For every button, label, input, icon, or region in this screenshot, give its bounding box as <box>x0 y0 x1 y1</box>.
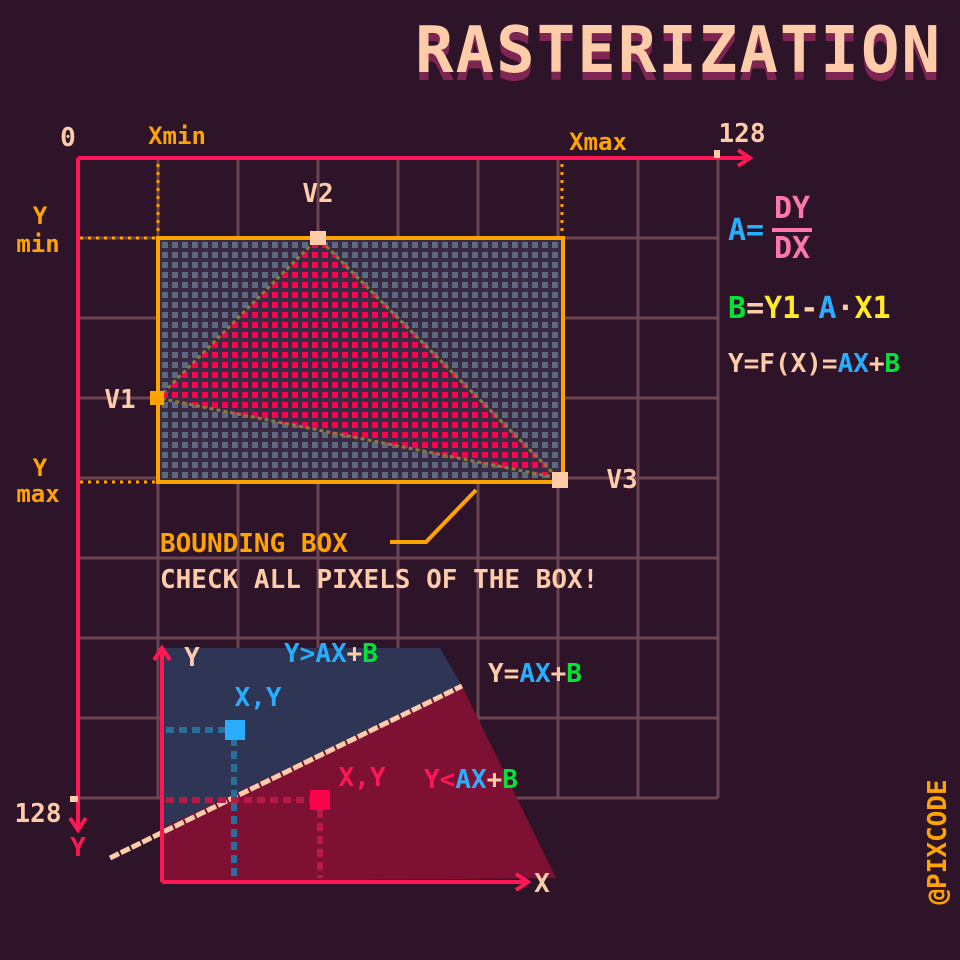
bounding-box-note: CHECK ALL PIXELS OF THE BOX! <box>160 565 598 595</box>
formula-y: Y=F(X)=AX+B <box>728 349 900 379</box>
region-below-line <box>162 686 556 882</box>
arrow-right-icon <box>736 148 754 168</box>
half-plane-axes <box>152 644 532 892</box>
vertex-v1-label: V1 <box>104 385 135 415</box>
point-below-label: X,Y <box>339 763 386 793</box>
formula-a-fraction-bar <box>772 228 812 232</box>
label-y-less-plus: + <box>487 765 503 795</box>
credit-label: @PIXCODE <box>923 779 953 904</box>
bounding-box-callout-line <box>390 488 478 544</box>
label-y-less: Y<AX+B <box>424 765 518 795</box>
label-y-greater-y: Y> <box>284 639 315 669</box>
axis-y-var-label: Y <box>70 833 86 863</box>
ymin-label-top: Y <box>33 202 48 230</box>
formula-b-minus: - <box>800 291 818 326</box>
page-title: RASTERIZATION <box>415 22 942 96</box>
vertex-v3-marker <box>552 472 568 488</box>
label-y-greater-ax: AX <box>315 639 347 669</box>
triangle-outline <box>154 235 563 481</box>
point-above-label: X,Y <box>235 683 282 713</box>
formula-b-y1: Y1 <box>764 291 800 326</box>
ymin-label-bottom: min <box>16 230 59 258</box>
axis-y-end-label: 128 <box>15 799 62 829</box>
xmin-label: Xmin <box>148 122 206 150</box>
line-y-equals-ax-plus-b <box>108 683 464 861</box>
xmax-label: Xmax <box>569 128 627 156</box>
point-below-guides <box>166 797 323 878</box>
main-axes <box>68 148 754 834</box>
axis-origin-label: 0 <box>60 123 76 153</box>
arrow-down-icon <box>68 816 88 834</box>
point-above-guides <box>166 727 237 878</box>
label-line-y: Y= <box>488 659 519 689</box>
formula-b: B=Y1-A·X1 <box>728 291 891 326</box>
formula-a-denominator: DX <box>774 231 810 266</box>
ymax-label-bottom: max <box>16 480 59 508</box>
y-axis-end-tick <box>70 796 78 802</box>
vertex-v2-marker <box>310 231 326 245</box>
half-plane-y-axis-label: Y <box>184 643 200 673</box>
formula-y-prefix: Y=F(X)= <box>728 349 838 379</box>
formula-b-dot: · <box>836 291 854 326</box>
formula-a-numerator: DY <box>774 191 810 226</box>
formula-y-ax: AX <box>838 349 870 379</box>
point-above-marker <box>225 720 245 740</box>
vertex-v1-marker <box>150 391 164 405</box>
bounding-box-label: BOUNDING BOX <box>160 529 348 559</box>
axis-x-end-label: 128 <box>719 119 766 149</box>
label-y-greater-b: B <box>362 639 378 669</box>
arrow-up-icon <box>152 644 172 662</box>
label-y-less-ax: AX <box>455 765 487 795</box>
formula-a-lhs: A= <box>728 213 764 248</box>
formula-b-x1: X1 <box>854 291 890 326</box>
label-y-greater: Y>AX+B <box>284 639 378 669</box>
vertex-v3-label: V3 <box>606 465 637 495</box>
arrow-right-icon <box>514 872 532 892</box>
formula-b-lhs: B <box>728 291 746 326</box>
label-line-ax: AX <box>519 659 551 689</box>
label-line-plus: + <box>551 659 567 689</box>
label-y-greater-plus: + <box>347 639 363 669</box>
ymax-label-top: Y <box>33 454 48 482</box>
x-axis-end-tick <box>714 150 720 158</box>
label-line-equation: Y=AX+B <box>488 659 582 689</box>
formula-b-a: A <box>818 291 836 326</box>
formula-y-b: B <box>885 349 901 379</box>
vertex-v2-label: V2 <box>302 179 333 209</box>
guide-lines <box>80 156 564 484</box>
bounding-box-border <box>156 236 565 484</box>
point-below-marker <box>310 790 330 810</box>
label-y-less-y: Y< <box>424 765 455 795</box>
half-plane-x-axis-label: X <box>534 869 550 899</box>
label-y-less-b: B <box>502 765 518 795</box>
label-line-b: B <box>566 659 582 689</box>
page-title-shadow-top: RASTERIZATION <box>415 14 942 88</box>
formula-y-plus: + <box>869 349 885 379</box>
formula-b-eq: = <box>746 291 764 326</box>
